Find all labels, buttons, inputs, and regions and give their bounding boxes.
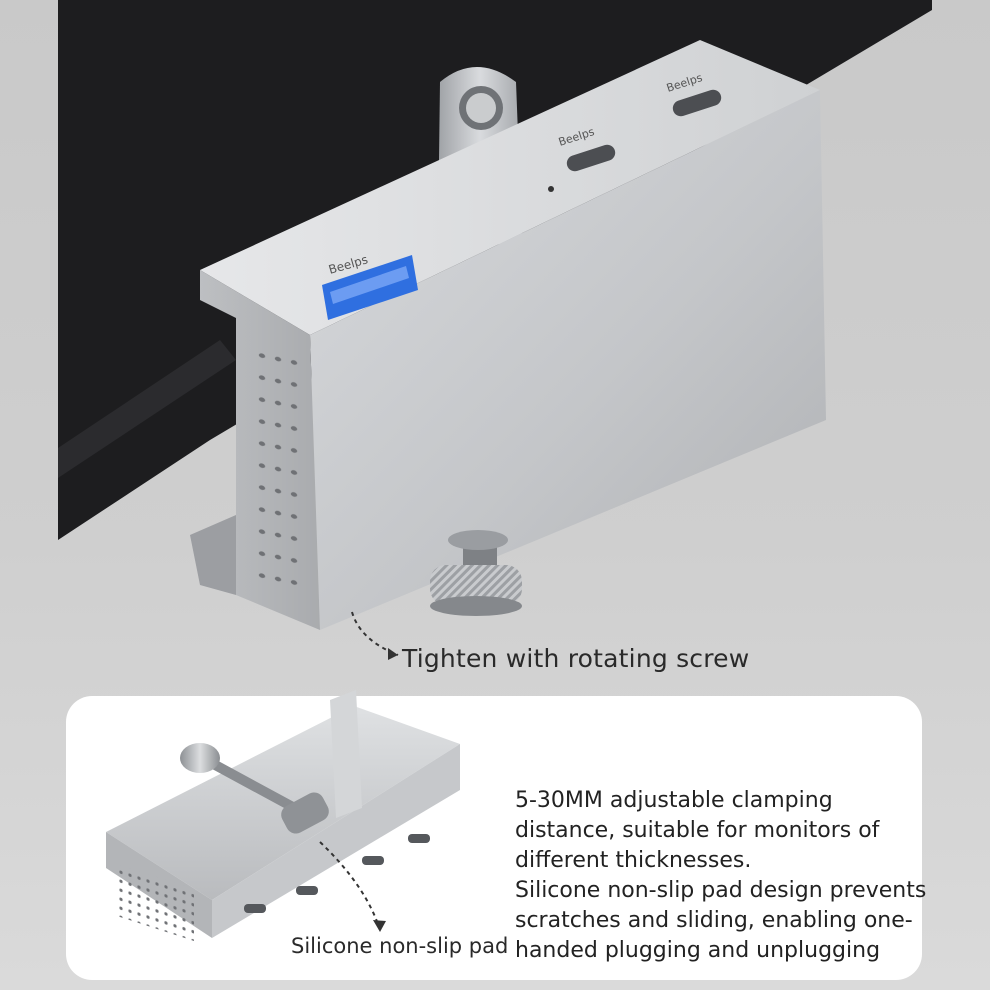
- feature-adjustable-clamping: 5-30MM adjustable clamping distance, sui…: [515, 786, 915, 876]
- feature-line: 5-30MM adjustable clamping: [515, 788, 833, 813]
- screw-callout-label: Tighten with rotating screw: [402, 644, 750, 673]
- screw-callout-arrowhead: [388, 648, 398, 660]
- feature-line: distance, suitable for monitors of: [515, 818, 880, 843]
- feature-line: different thicknesses.: [515, 848, 752, 873]
- usb-c-port-2: [672, 89, 722, 117]
- feature-line: Silicone non-slip pad design prevents: [515, 878, 927, 903]
- screw-callout-arrow: [351, 611, 399, 656]
- usb-a-port: [322, 255, 418, 320]
- status-led: [548, 186, 554, 192]
- usb-c-port-1: [566, 144, 616, 172]
- feature-line: scratches and sliding, enabling one-: [515, 908, 913, 933]
- feature-silicone-pad: Silicone non-slip pad design prevents sc…: [515, 876, 927, 966]
- feature-line: handed plugging and unplugging: [515, 938, 881, 963]
- pad-callout-label: Silicone non-slip pad: [291, 934, 509, 958]
- clamp-screw-knob: [430, 530, 522, 616]
- usb-hub: Beelps Beelps Beelps: [190, 40, 826, 630]
